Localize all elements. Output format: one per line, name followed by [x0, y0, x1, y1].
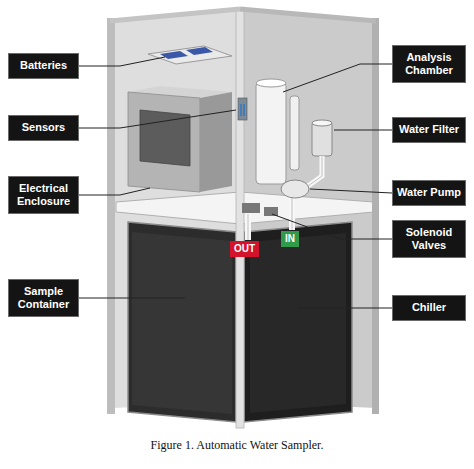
battery: [160, 51, 188, 59]
leader-line: [310, 189, 392, 193]
callout-label: Water Filter: [392, 117, 466, 142]
leader-line: [79, 188, 150, 195]
label-text: OUT: [234, 243, 255, 255]
pipe: [308, 156, 322, 186]
leader-line: [79, 57, 165, 66]
sample-container-shape: [128, 222, 236, 422]
pipe-edge: [292, 196, 293, 230]
pipe-edge: [248, 214, 249, 240]
callout-label: Chiller: [392, 295, 466, 320]
filter-top: [312, 120, 332, 126]
label-text: Analysis Chamber: [396, 51, 462, 77]
water-pump-shape: [281, 180, 309, 198]
enclosure-side: [200, 92, 232, 192]
chiller-shape: [244, 222, 352, 422]
callout-label: Electrical Enclosure: [8, 176, 79, 214]
frame-post: [372, 18, 379, 414]
battery-tray: [148, 46, 232, 64]
label-text: Electrical Enclosure: [12, 182, 75, 208]
pipe: [289, 196, 295, 230]
label-text: IN: [285, 233, 295, 245]
pipe: [245, 214, 251, 240]
port-tag: OUT: [230, 241, 259, 257]
sensor-probe: [238, 98, 247, 120]
sensor-mark: [243, 104, 245, 116]
solenoid-valve: [264, 207, 278, 216]
label-text: Water Pump: [396, 186, 462, 199]
frame-rail: [110, 9, 240, 21]
chamber-top: [256, 79, 286, 87]
label-text: Solenoid Valves: [396, 226, 462, 252]
water-filter-shape: [312, 122, 332, 156]
figure-caption: Figure 1. Automatic Water Sampler.: [0, 438, 474, 453]
chamber-tube: [290, 96, 299, 170]
container-glass: [132, 232, 232, 414]
battery: [186, 47, 213, 55]
analysis-chamber-shape: [256, 82, 286, 184]
callout-label: Water Pump: [392, 180, 466, 205]
leader-line: [283, 64, 392, 92]
leader-line: [298, 308, 392, 309]
label-text: Sensors: [12, 121, 75, 134]
label-text: Batteries: [12, 59, 75, 72]
callout-label: Solenoid Valves: [392, 220, 466, 258]
callout-label: Sensors: [8, 115, 79, 140]
callout-label: Sample Container: [8, 279, 79, 317]
frame-post: [236, 8, 244, 428]
port-tag: IN: [281, 231, 299, 247]
chiller-panel: [250, 233, 346, 413]
label-text: Water Filter: [396, 123, 462, 136]
label-text: Chiller: [396, 301, 462, 314]
pipe-edge: [308, 156, 322, 186]
leader-line: [79, 298, 185, 299]
leader-line: [334, 130, 392, 131]
callout-label: Batteries: [8, 53, 79, 78]
sensor-mark: [240, 104, 242, 116]
enclosure-front: [128, 92, 200, 192]
solenoid-valve: [242, 203, 260, 213]
frame-rail: [240, 9, 376, 21]
frame-post: [107, 18, 115, 414]
leader-lines: [79, 57, 392, 308]
leader-line: [79, 110, 236, 128]
callout-label: Analysis Chamber: [392, 45, 466, 83]
label-text: Sample Container: [12, 285, 75, 311]
